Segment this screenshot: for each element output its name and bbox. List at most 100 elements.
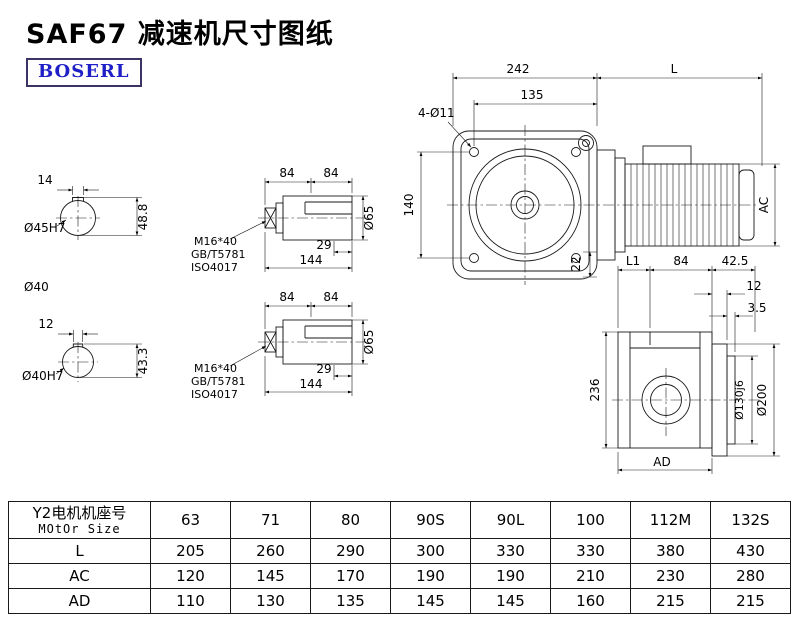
dim-3-5: 3.5 xyxy=(747,301,766,315)
table-cell: 80 xyxy=(310,501,391,539)
motor-end-cap xyxy=(738,169,755,241)
table-cell: 380 xyxy=(630,538,711,564)
leader-bore xyxy=(56,219,67,227)
dim-keyway-width: 14 xyxy=(37,173,52,187)
table-row-AD: AD 110 130 135 145 145 160 215 215 xyxy=(8,588,791,614)
header-line-cn: Y2电机机座号 xyxy=(32,503,127,522)
front-view-drawing: 242 L 135 4-Ø11 140 22 AC xyxy=(402,62,780,285)
lifting-lug xyxy=(578,135,594,151)
motor-size-header: Y2电机机座号 MOtOr Size xyxy=(8,501,151,539)
leader-bore xyxy=(55,367,65,375)
row-label-L: L xyxy=(8,538,151,564)
dim-144: 144 xyxy=(300,253,323,267)
bolt-hole xyxy=(571,253,581,263)
table-cell: 145 xyxy=(230,563,311,589)
housing-outline xyxy=(617,331,713,449)
motor-cooling-fins xyxy=(630,164,734,246)
table-cell: 170 xyxy=(310,563,391,589)
standard-gb: GB/T5781 xyxy=(191,375,246,388)
extension-lines xyxy=(602,266,780,474)
table-cell: 215 xyxy=(710,588,791,614)
table-cell: 120 xyxy=(150,563,231,589)
bolt-spec: M16*40 xyxy=(194,235,237,248)
row-label-AC: AC xyxy=(8,563,151,589)
dim-135: 135 xyxy=(521,88,544,102)
table-cell: 190 xyxy=(470,563,551,589)
dim-d130: Ø130j6 xyxy=(733,380,746,420)
dim-84b: 84 xyxy=(323,290,338,304)
table-cell: 135 xyxy=(310,588,391,614)
brand-logo: BOSERL xyxy=(26,58,142,87)
table-row-L: L 205 260 290 300 330 330 380 430 xyxy=(8,538,791,564)
dim-144: 144 xyxy=(300,377,323,391)
centerline xyxy=(612,368,762,436)
housing-details xyxy=(629,332,701,448)
dim-84a: 84 xyxy=(279,290,294,304)
standard-iso: ISO4017 xyxy=(191,261,238,274)
table-cell: 110 xyxy=(150,588,231,614)
table-cell: 280 xyxy=(710,563,791,589)
bolt-spec: M16*40 xyxy=(194,362,237,375)
centerline xyxy=(56,196,100,240)
dim-bore: Ø40H7 xyxy=(22,369,63,383)
standard-iso: ISO4017 xyxy=(191,388,238,401)
shaft-bore-view-2: 12 Ø40H7 43.3 xyxy=(22,317,150,383)
dim-12: 12 xyxy=(746,279,761,293)
shaft-hole xyxy=(510,190,540,220)
dim-depth: 43.3 xyxy=(136,348,150,375)
bore-circle xyxy=(62,346,94,378)
table-row-motor-size: Y2电机机座号 MOtOr Size 63 71 80 90S 90L 100 … xyxy=(8,501,791,539)
page-title: SAF67 减速机尺寸图纸 xyxy=(26,19,334,50)
motor-dimension-table: Y2电机机座号 MOtOr Size 63 71 80 90S 90L 100 … xyxy=(8,501,791,614)
table-cell: 100 xyxy=(550,501,631,539)
leader-bolt xyxy=(229,220,267,240)
table-cell: 160 xyxy=(550,588,631,614)
table-cell: 132S xyxy=(710,501,791,539)
centerline xyxy=(447,125,758,285)
bolt-head-cross xyxy=(264,331,277,353)
table-cell: 190 xyxy=(390,563,471,589)
table-cell: 260 xyxy=(230,538,311,564)
table-cell: 210 xyxy=(550,563,631,589)
dim-bore: Ø45H7 xyxy=(24,221,65,235)
extension-lines xyxy=(264,302,368,396)
header-line-en: MOtOr Size xyxy=(38,522,121,537)
leader-bolt xyxy=(229,345,267,367)
keyway-profile xyxy=(304,325,352,339)
dim-depth: 48.8 xyxy=(136,204,150,231)
bolt-hole xyxy=(469,253,479,263)
dim-L1: L1 xyxy=(626,254,640,268)
dim-242: 242 xyxy=(507,62,530,76)
shaft-body xyxy=(282,319,353,365)
dim-L: L xyxy=(671,62,678,76)
table-cell: 330 xyxy=(550,538,631,564)
bore-circle xyxy=(60,200,96,236)
dim-236: 236 xyxy=(588,379,602,402)
dim-29: 29 xyxy=(316,362,331,376)
shaft-side-view-2: 84 84 29 144 Ø65 M16*40 GB/T5781 ISO4017 xyxy=(191,290,376,401)
table-cell: 205 xyxy=(150,538,231,564)
dim-bolt-holes: 4-Ø11 xyxy=(418,106,455,120)
row-label-AD: AD xyxy=(8,588,151,614)
keyway xyxy=(72,343,84,347)
keyway-profile xyxy=(304,201,352,215)
extension-lines xyxy=(72,186,142,236)
table-cell: 230 xyxy=(630,563,711,589)
standard-gb: GB/T5781 xyxy=(191,248,246,261)
shaft-body xyxy=(282,195,353,241)
shaft-bore-view-1: 14 Ø45H7 48.8 Ø40 xyxy=(24,173,150,294)
shaft-side-view-1: 84 84 29 144 Ø65 M16*40 GB/T5781 ISO4017 xyxy=(191,166,376,274)
extension-lines xyxy=(73,330,142,378)
gearbox-housing-inner xyxy=(460,138,590,272)
flange-circle-inner xyxy=(475,155,575,255)
shaft-hole-inner xyxy=(516,196,534,214)
dim-keyway-width: 12 xyxy=(38,317,53,331)
bolt-hole xyxy=(469,147,479,157)
dim-84a: 84 xyxy=(279,166,294,180)
output-shaft-circle xyxy=(641,375,691,425)
dim-d65: Ø65 xyxy=(362,330,376,355)
dim-140: 140 xyxy=(402,194,416,217)
table-cell: 145 xyxy=(390,588,471,614)
dim-AD: AD xyxy=(653,455,670,469)
